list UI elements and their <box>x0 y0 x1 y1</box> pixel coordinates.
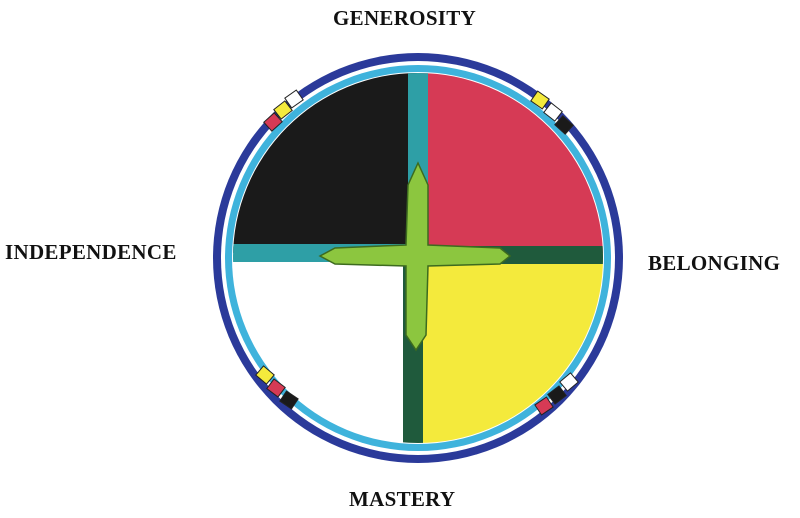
bead-band-bottom-left <box>255 365 299 410</box>
label-generosity: GENEROSITY <box>333 6 477 30</box>
bead-band-top-right <box>530 90 574 135</box>
bead-band-bottom-right <box>534 372 579 416</box>
center-cross <box>318 161 512 352</box>
label-belonging: BELONGING <box>648 251 781 275</box>
label-independence: INDEPENDENCE <box>5 240 177 264</box>
bead-band-top-left <box>263 89 304 132</box>
label-mastery: MASTERY <box>349 487 456 511</box>
